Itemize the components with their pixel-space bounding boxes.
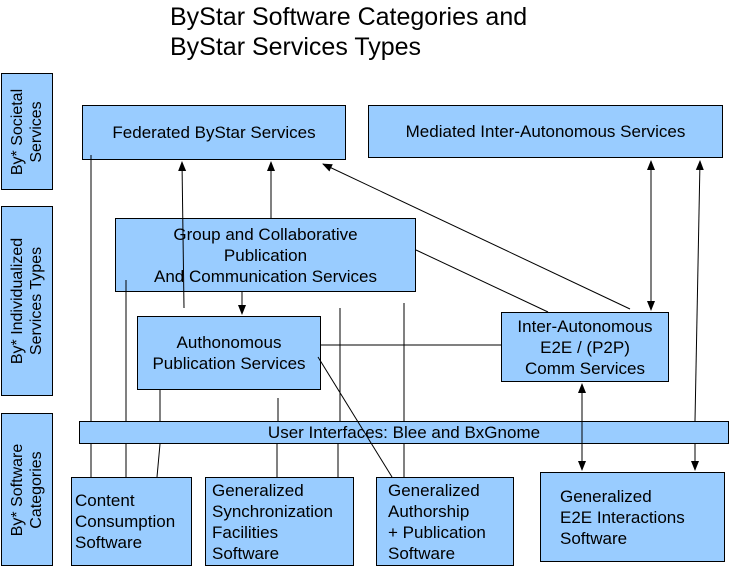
box-mediated-line-1: Mediated Inter-Autonomous Services [405,122,686,141]
box-group-line-1: Group and Collaborative [173,224,358,244]
box-authorship-line-2: Authorship [388,501,470,521]
box-user-interfaces: User Interfaces: Blee and BxGnome [79,421,729,444]
box-group-line-3: And Communication Services [154,266,377,286]
box-sync-line-3: Facilities [212,522,279,542]
connector-ui-to-mediated [694,160,704,422]
box-sync-line-1: Generalized [212,480,304,500]
box-sync-line-4: Software [212,543,280,563]
side-label-individualized: By* Individualized Services Types [1,206,53,396]
box-sync-line-2: Synchronization [212,501,333,521]
diagram-title: ByStar Software Categories and ByStar Se… [170,2,527,62]
title-line-1: ByStar Software Categories and [170,3,528,31]
box-e2e-line-3: Software [560,528,628,548]
box-autonomous-publication-services: Authonomous Publication Services [137,316,321,390]
box-inter-autonomous-line-2: E2E / (P2P) [540,337,630,357]
connector-inter-autonomous-to-federated [322,163,631,310]
box-inter-autonomous-comm-services: Inter-Autonomous E2E / (P2P) Comm Servic… [501,312,669,382]
box-inter-autonomous-line-1: Inter-Autonomous [517,316,653,336]
connector-autonomous-to-authorship [317,356,393,478]
connector-group-to-inter-autonomous [415,249,549,313]
box-autonomous-line-2: Publication Services [152,354,306,373]
box-e2e-line-1: Generalized [560,486,652,506]
box-autonomous-line-1: Authonomous [176,333,282,352]
box-authorship-line-4: Software [388,543,456,563]
box-federated-bystar-services: Federated ByStar Services [82,105,346,160]
box-group-line-2: Publication [223,245,308,265]
box-inter-autonomous-line-3: Comm Services [525,358,645,378]
box-content-consumption-software: Content Consumption Software [71,477,192,566]
box-user-interfaces-line-1: User Interfaces: Blee and BxGnome [267,423,541,442]
connector-group-to-federated-left [178,161,187,309]
box-content-line-2: Consumption [75,512,176,531]
side-label-software: By* Software Categories [1,413,53,566]
box-content-line-3: Software [75,533,143,552]
box-generalized-e2e-interactions-software: Generalized E2E Interactions Software [540,472,725,562]
box-authorship-line-3: + Publication [388,522,486,542]
box-generalized-authorship-software: Generalized Authorship + Publication Sof… [376,477,514,566]
connector-ui-to-content-c [156,443,161,478]
box-e2e-line-2: E2E Interactions [560,507,685,527]
box-federated-line-1: Federated ByStar Services [112,123,316,142]
box-group-collaborative-services: Group and Collaborative Publication And … [115,218,416,292]
box-mediated-inter-autonomous-services: Mediated Inter-Autonomous Services [368,105,723,158]
box-generalized-synchronization-software: Generalized Synchronization Facilities S… [205,477,354,566]
side-label-societal: By* Societal Services [1,73,53,190]
title-line-2: ByStar Services Types [170,33,422,61]
box-authorship-line-1: Generalized [388,480,480,500]
box-content-line-1: Content [75,491,135,510]
